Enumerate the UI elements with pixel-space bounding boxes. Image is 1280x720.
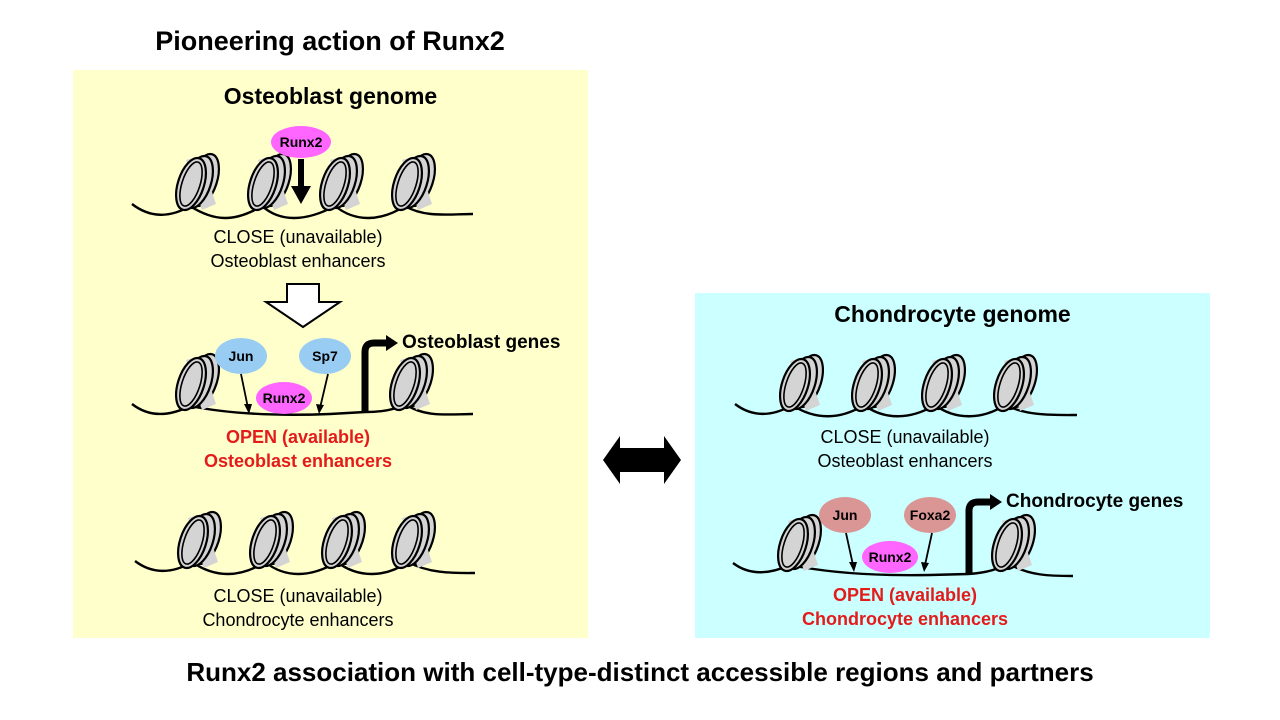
- dna-strand: [131, 402, 474, 416]
- chondrocyte-genome-panel: [695, 293, 1210, 638]
- jun-factor: Jun: [819, 497, 871, 533]
- runx2-label: Runx2: [280, 134, 323, 150]
- osteoblast-genome-heading: Osteoblast genome: [223, 83, 438, 109]
- figure-caption: Runx2 association with cell-type-distinc…: [186, 657, 1094, 687]
- arrow-head-icon: [244, 404, 252, 414]
- runx2-label: Runx2: [263, 390, 306, 406]
- runx2-factor: Runx2: [862, 541, 918, 573]
- osteoblast-state2-line1: OPEN (available): [225, 427, 371, 447]
- nucleosome: [987, 350, 1044, 416]
- sp7-label: Sp7: [312, 348, 338, 364]
- transcription-start-arrow-icon: [361, 339, 388, 413]
- closed-chromatin-chondrocyte-enhancers: [134, 507, 476, 576]
- open-chromatin-chondrocyte-enhancers: Jun Foxa2 Runx2: [732, 494, 1074, 578]
- arrow-head-icon: [386, 335, 398, 351]
- nucleosome: [985, 510, 1042, 576]
- osteoblast-state1-line1: CLOSE (unavailable): [213, 227, 383, 247]
- nucleosome: [773, 350, 830, 416]
- arrow-line: [924, 532, 933, 566]
- closed-chromatin-osteoblast-enhancers-chondrocyte: [734, 350, 1078, 418]
- chondrocyte-state1-line2: Osteoblast enhancers: [817, 451, 993, 471]
- foxa2-label: Foxa2: [910, 507, 951, 523]
- arrow-line: [845, 532, 854, 566]
- nucleosome: [315, 507, 372, 573]
- chondrocyte-state2-line2: Chondrocyte enhancers: [801, 609, 1009, 629]
- nucleosome: [385, 507, 442, 573]
- arrow-line: [240, 373, 249, 409]
- chondrocyte-genome-heading: Chondrocyte genome: [834, 301, 1071, 327]
- sp7-factor: Sp7: [299, 338, 351, 374]
- nucleosome: [383, 349, 440, 415]
- osteoblast-genes-label: Osteoblast genes: [402, 332, 561, 353]
- transcription-start-arrow-icon: [965, 498, 992, 575]
- jun-factor: Jun: [215, 338, 267, 374]
- arrow-line: [319, 373, 329, 409]
- nucleosome: [385, 149, 442, 215]
- arrow-head-icon: [921, 562, 929, 572]
- runx2-pioneer-factor: Runx2: [271, 126, 331, 158]
- closed-chromatin-osteoblast-enhancers: [131, 149, 474, 220]
- nucleosome: [845, 350, 902, 416]
- binding-arrow-icon: [291, 159, 311, 204]
- osteoblast-state1-line2: Osteoblast enhancers: [210, 251, 386, 271]
- runx2-label: Runx2: [869, 549, 912, 565]
- nucleosome: [169, 149, 226, 215]
- osteoblast-state2-line2: Osteoblast enhancers: [203, 451, 393, 471]
- arrow-head-icon: [990, 494, 1002, 510]
- figure-title: Pioneering action of Runx2: [155, 26, 505, 56]
- nucleosome: [915, 350, 972, 416]
- foxa2-factor: Foxa2: [904, 497, 956, 533]
- dna-strand: [732, 561, 1074, 578]
- osteoblast-state3-line2: Chondrocyte enhancers: [202, 610, 394, 630]
- chondrocyte-state2-line1: OPEN (available): [832, 585, 978, 605]
- chondrocyte-state1-line1: CLOSE (unavailable): [820, 427, 990, 447]
- arrow-head-icon: [316, 404, 324, 414]
- open-chromatin-osteoblast-enhancers: Jun Sp7 Runx2: [131, 335, 474, 416]
- runx2-factor: Runx2: [256, 382, 312, 414]
- double-headed-arrow-icon: [603, 436, 681, 484]
- jun-label: Jun: [229, 348, 254, 364]
- osteoblast-state3-line1: CLOSE (unavailable): [213, 586, 383, 606]
- nucleosome: [243, 507, 300, 573]
- nucleosome: [171, 507, 228, 573]
- nucleosome: [313, 149, 370, 215]
- chondrocyte-genes-label: Chondrocyte genes: [1006, 491, 1184, 512]
- jun-label: Jun: [833, 507, 858, 523]
- hollow-down-arrow-icon: [262, 283, 344, 329]
- nucleosome: [771, 510, 828, 576]
- nucleosome: [241, 149, 298, 215]
- arrow-head-icon: [849, 562, 857, 572]
